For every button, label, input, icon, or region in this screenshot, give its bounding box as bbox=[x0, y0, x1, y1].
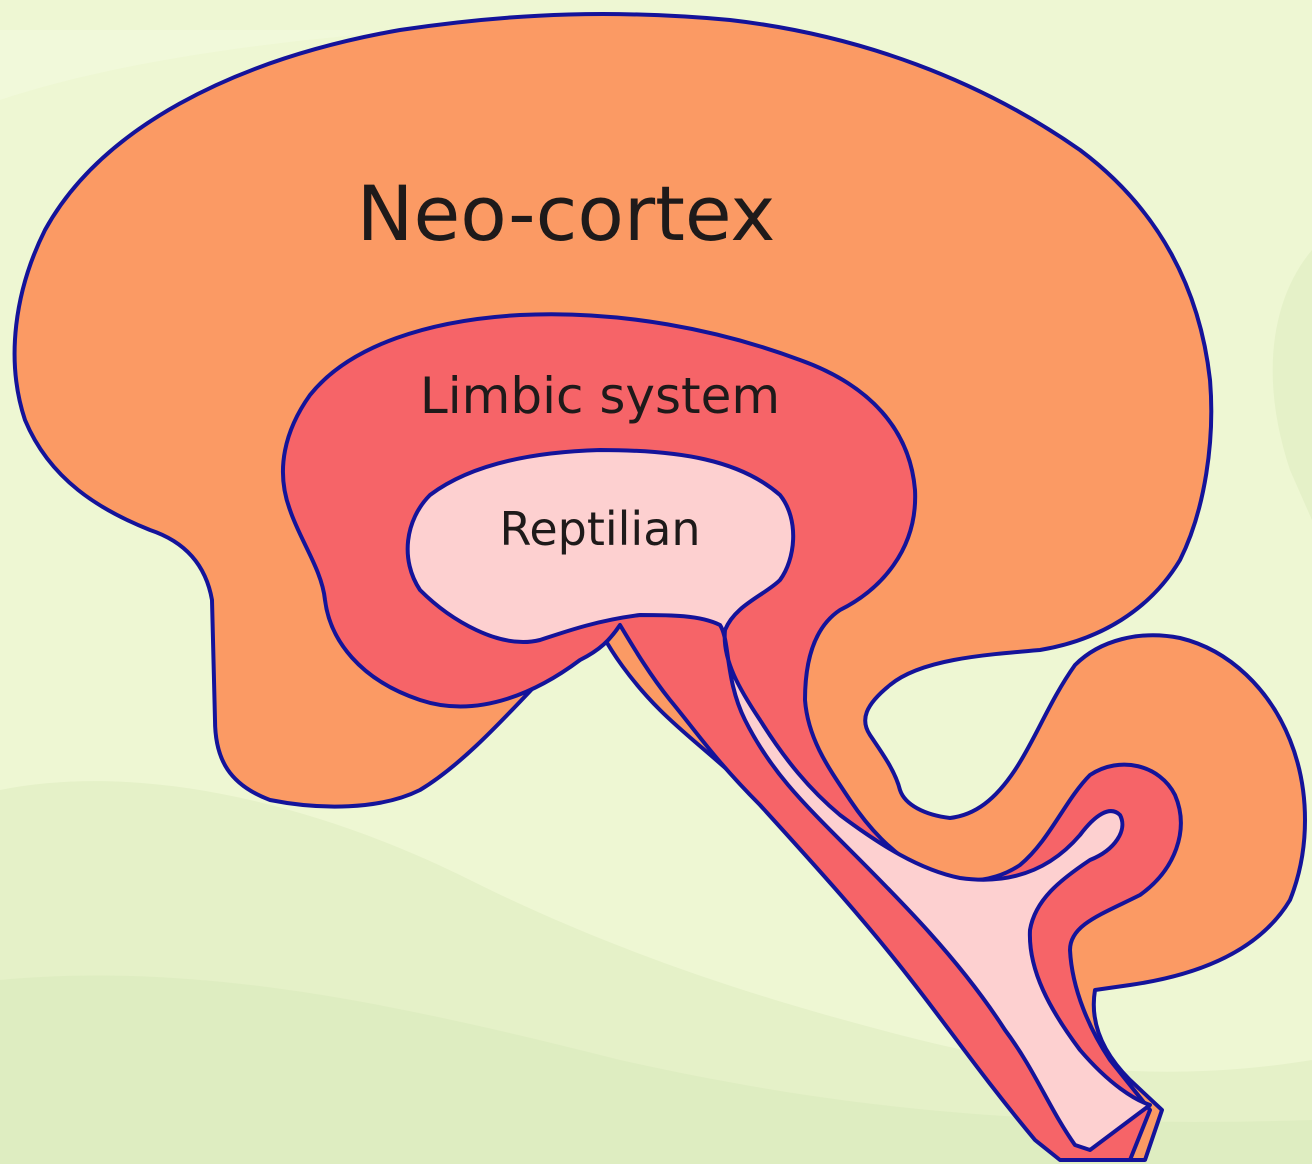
neo-cortex-label: Neo-cortex bbox=[357, 169, 776, 258]
limbic-system-label: Limbic system bbox=[420, 367, 780, 425]
reptilian-label: Reptilian bbox=[499, 502, 700, 556]
